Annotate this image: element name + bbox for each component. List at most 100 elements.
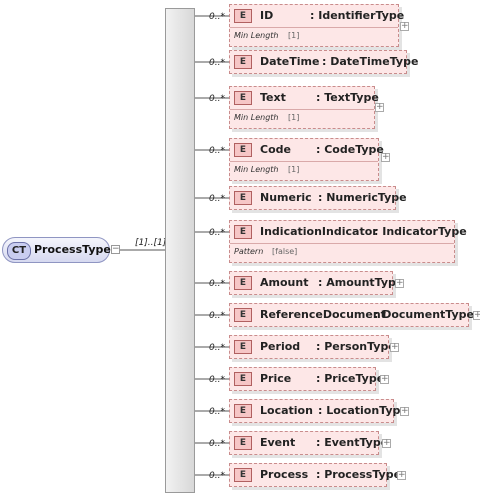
element-occurrence: 0..*: [209, 228, 225, 238]
element-occurrence: 0..*: [209, 279, 225, 289]
element-badge: E: [234, 404, 252, 418]
element-header: E Period : PersonType: [230, 336, 396, 358]
expand-plus-icon[interactable]: +: [375, 102, 384, 112]
element-badge: E: [234, 9, 252, 23]
element-name: Amount: [260, 276, 309, 289]
element-occurrence: 0..*: [209, 407, 225, 417]
element-occurrence: 0..*: [209, 343, 225, 353]
expand-plus-icon[interactable]: +: [473, 310, 480, 320]
element-badge: E: [234, 225, 252, 239]
sequence-compositor[interactable]: [165, 8, 195, 493]
element-name: Period: [260, 340, 301, 353]
element-name: DateTime: [260, 55, 320, 68]
element-occurrence: 0..*: [209, 12, 225, 22]
element-header: E Price : PriceType: [230, 368, 384, 390]
facet-row: Pattern [false]: [230, 243, 454, 262]
element-badge: E: [234, 276, 252, 290]
element-name: ReferenceDocument: [260, 308, 386, 321]
element-name: ID: [260, 9, 274, 22]
element-name: Numeric: [260, 191, 312, 204]
element-name: IndicationIndicator: [260, 225, 378, 238]
expand-plus-icon[interactable]: +: [397, 470, 406, 480]
facet-name: Min Length: [234, 31, 279, 40]
element-badge: E: [234, 143, 252, 157]
element-badge: E: [234, 55, 252, 69]
element-amount[interactable]: E Amount : AmountType: [229, 271, 403, 295]
facet-name: Min Length: [234, 165, 279, 174]
element-location[interactable]: E Location : LocationType: [229, 399, 408, 423]
element-type: : PersonType: [316, 340, 396, 353]
expand-plus-icon[interactable]: +: [382, 438, 391, 448]
facet-value: [1]: [288, 165, 300, 174]
element-refdoc[interactable]: E ReferenceDocument: DocumentType: [229, 303, 474, 327]
element-type: : DateTimeType: [322, 55, 419, 68]
element-badge: E: [234, 372, 252, 386]
element-name: Price: [260, 372, 292, 385]
element-badge: E: [234, 308, 252, 322]
element-occurrence: 0..*: [209, 194, 225, 204]
complex-type-name: ProcessType: [34, 243, 111, 256]
element-occurrence: 0..*: [209, 146, 225, 156]
facet-value: [false]: [272, 247, 298, 256]
element-type: : AmountType: [318, 276, 404, 289]
facet-row: Min Length [1]: [230, 161, 378, 180]
expand-plus-icon[interactable]: +: [381, 152, 390, 162]
element-price[interactable]: E Price : PriceType: [229, 367, 384, 391]
facet-name: Min Length: [234, 113, 279, 122]
element-name: Code: [260, 143, 291, 156]
expand-plus-icon[interactable]: +: [400, 406, 409, 416]
facet-value: [1]: [288, 113, 300, 122]
element-badge: E: [234, 91, 252, 105]
element-header: E DateTime: DateTimeType: [230, 51, 418, 73]
element-name: Event: [260, 436, 296, 449]
element-occurrence: 0..*: [209, 311, 225, 321]
element-occurrence: 0..*: [209, 375, 225, 385]
collapse-toggle[interactable]: −: [111, 244, 120, 254]
element-header: E IndicationIndicator: IndicatorType: [230, 221, 467, 243]
element-datetime[interactable]: E DateTime: DateTimeType: [229, 50, 418, 74]
element-type: : IdentifierType: [310, 9, 405, 22]
element-type: : IndicatorType: [374, 225, 467, 238]
element-type: : EventType: [316, 436, 389, 449]
complex-type-box[interactable]: CT ProcessType: [2, 237, 111, 263]
element-period[interactable]: E Period : PersonType: [229, 335, 396, 359]
element-name: Location: [260, 404, 313, 417]
element-occurrence: 0..*: [209, 94, 225, 104]
element-type: : PriceType: [316, 372, 385, 385]
element-type: : NumericType: [318, 191, 407, 204]
expand-plus-icon[interactable]: +: [400, 21, 409, 31]
element-occurrence: 0..*: [209, 471, 225, 481]
element-occurrence: 0..*: [209, 439, 225, 449]
expand-plus-icon[interactable]: +: [395, 278, 404, 288]
facet-row: Min Length [1]: [230, 109, 374, 128]
ct-badge: CT: [7, 242, 31, 260]
element-name: Process: [260, 468, 309, 481]
element-header: E ID : IdentifierType: [230, 5, 404, 27]
element-type: : LocationType: [318, 404, 408, 417]
element-type: : TextType: [316, 91, 379, 104]
facet-value: [1]: [288, 31, 300, 40]
expand-plus-icon[interactable]: +: [380, 374, 389, 384]
facet-name: Pattern: [234, 247, 264, 256]
element-badge: E: [234, 468, 252, 482]
element-occurrence: 0..*: [209, 58, 225, 68]
sequence-occurrence: [1]..[1]: [135, 238, 167, 248]
element-badge: E: [234, 340, 252, 354]
element-header: E Amount : AmountType: [230, 272, 403, 294]
element-header: E ReferenceDocument: DocumentType: [230, 304, 474, 326]
element-type: : DocumentType: [374, 308, 474, 321]
expand-plus-icon[interactable]: +: [390, 342, 399, 352]
facet-row: Min Length [1]: [230, 27, 398, 46]
